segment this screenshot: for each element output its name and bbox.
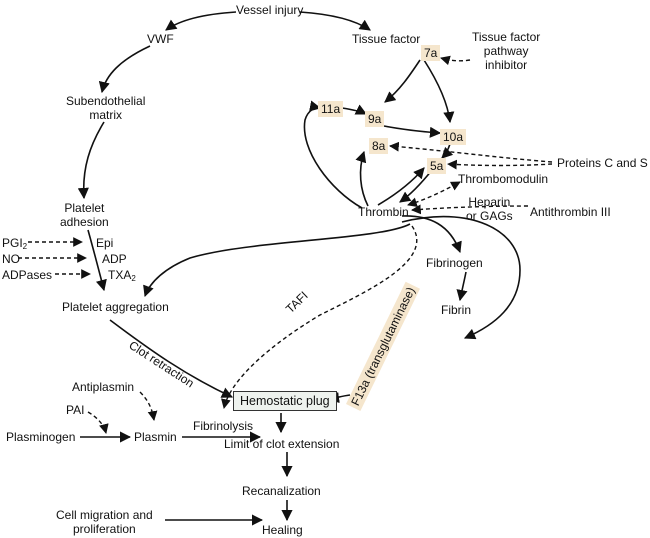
arrow-vwf-matrix bbox=[98, 45, 151, 94]
thrombomodulin-label: Thrombomodulin bbox=[458, 172, 549, 186]
arrow-antithrombin-thrombin bbox=[411, 204, 529, 215]
plasminogen-label: Plasminogen bbox=[6, 430, 76, 444]
fibrinolysis-label: Fibrinolysis bbox=[193, 419, 254, 433]
factor-9a: 9a bbox=[365, 111, 385, 127]
tissue-factor-label: Tissue factor bbox=[352, 32, 421, 46]
pgi2-label: PGI2 bbox=[2, 236, 28, 251]
arrow-pai-plasmin bbox=[87, 411, 109, 434]
arrow-9a-10a bbox=[383, 125, 442, 138]
platelet-adhesion-label: Platelet adhesion bbox=[60, 201, 109, 229]
antiplasmin-label: Antiplasmin bbox=[72, 380, 135, 394]
antithrombin-label: Antithrombin III bbox=[530, 205, 611, 219]
factor-11a: 11a bbox=[318, 101, 344, 117]
heparin-label: Heparin or GAGs bbox=[466, 195, 513, 223]
arrow-7a-10a bbox=[423, 59, 455, 124]
epi-label: Epi bbox=[96, 236, 114, 250]
txa2-label: TXA2 bbox=[108, 268, 136, 283]
arrow-thrombin-f13a bbox=[401, 215, 521, 340]
thrombin-label: Thrombin bbox=[358, 205, 409, 219]
platelet-aggregation-label: Platelet aggregation bbox=[62, 300, 169, 314]
arrow-adhesion-aggregation bbox=[87, 229, 107, 292]
plasmin-label: Plasmin bbox=[134, 430, 177, 444]
factor-10a: 10a bbox=[440, 129, 467, 145]
arrow-antiplasmin-plasmin bbox=[139, 391, 158, 421]
arrow-7a-9a bbox=[384, 59, 421, 103]
limit-clot-label: Limit of clot extension bbox=[224, 437, 340, 451]
arrow-tfpi-7a bbox=[440, 55, 471, 66]
pai-label: PAI bbox=[66, 403, 85, 417]
arrow-injury-vwf bbox=[165, 11, 237, 31]
cell-migration-label: Cell migration and proliferation bbox=[56, 508, 153, 536]
arrow-thrombin-5a bbox=[377, 167, 425, 206]
arrow-fibrinogen-fibrin bbox=[456, 271, 468, 302]
arrow-thrombin-thrombomodulin bbox=[407, 181, 461, 207]
arrow-thrombin-fibrinogen bbox=[401, 215, 462, 254]
vessel-injury-label: Vessel injury bbox=[236, 3, 304, 17]
factor-7a: 7a bbox=[421, 45, 441, 61]
arrow-thrombin-8a bbox=[355, 150, 369, 207]
subendothelial-matrix-label: Subendothelial matrix bbox=[66, 94, 146, 122]
arrow-thrombin-aggregation bbox=[143, 223, 411, 298]
arrow-injury-tf bbox=[299, 11, 371, 31]
fibrinogen-label: Fibrinogen bbox=[426, 256, 483, 270]
adp-label: ADP bbox=[102, 252, 127, 266]
arrow-matrix-adhesion bbox=[77, 121, 105, 200]
arrow-proteinscs-5a bbox=[447, 159, 553, 170]
arrow-retraction-plug bbox=[109, 319, 234, 398]
arrow-thrombin-11a bbox=[303, 100, 363, 209]
hemostatic-plug-box: Hemostatic plug bbox=[233, 391, 337, 411]
arrow-thrombin-tafi bbox=[221, 225, 418, 409]
arrow-11a-9a bbox=[341, 104, 368, 115]
recanalization-label: Recanalization bbox=[242, 484, 321, 498]
arrow-proteinscs-8a bbox=[389, 141, 553, 163]
tfpi-label: Tissue factor pathway inhibitor bbox=[472, 30, 541, 72]
proteins-c-s-label: Proteins C and S bbox=[557, 156, 648, 170]
factor-8a: 8a bbox=[369, 138, 389, 154]
healing-label: Healing bbox=[262, 523, 303, 537]
fibrin-label: Fibrin bbox=[441, 303, 472, 317]
vwf-label: VWF bbox=[147, 32, 174, 46]
no-label: NO bbox=[2, 252, 20, 266]
adpases-label: ADPases bbox=[2, 268, 53, 282]
factor-5a: 5a bbox=[427, 158, 447, 174]
